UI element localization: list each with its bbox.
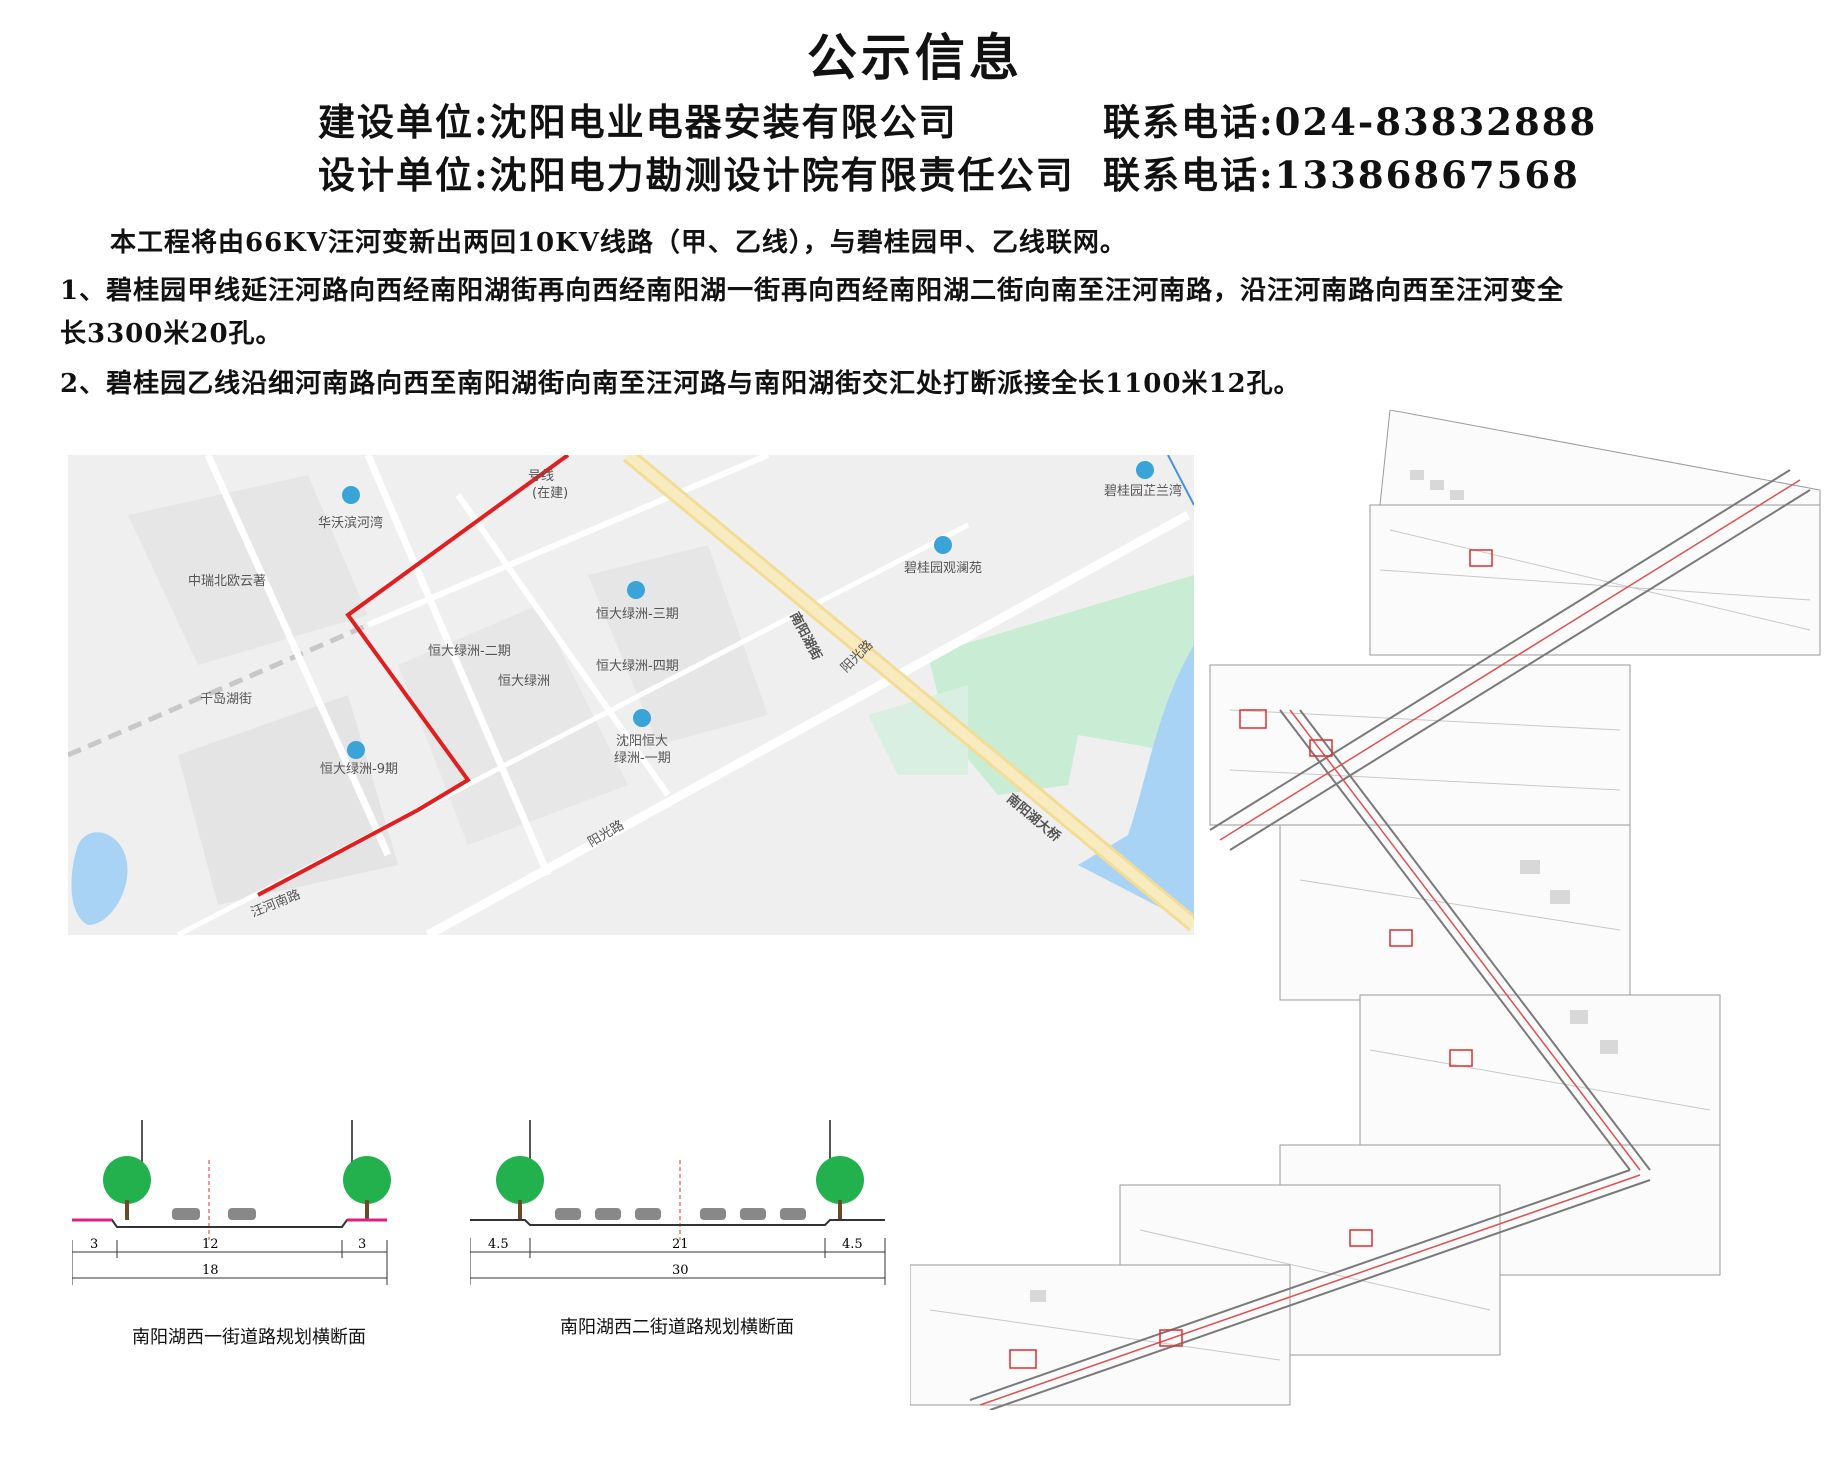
item-1-line-2: 长3300米20孔。: [60, 319, 283, 349]
road: [366, 455, 770, 628]
item-1-line-1: 1、碧桂园甲线延汪河路向西经南阳湖街再向西经南阳湖一街再向西经南阳湖二街向南至汪…: [60, 276, 1565, 306]
section-1-caption: 南阳湖西一街道路规划横断面: [132, 1327, 366, 1348]
plan-grid: [929, 529, 1811, 1361]
nanyanghu-main-road-inner: [624, 455, 1194, 929]
road: [455, 493, 671, 797]
car: [228, 1208, 256, 1220]
dimension-lines: [72, 1240, 388, 1285]
map-label: 恒大绿洲-三期: [596, 607, 679, 622]
map-label: 绿洲-一期: [614, 751, 671, 766]
designer-phone: 联系电话:13386867568: [1103, 153, 1580, 197]
map-label: 恒大绿洲-二期: [428, 644, 511, 659]
map-label: 恒大绿洲: [498, 674, 550, 689]
intro-paragraph: 本工程将由66KV汪河变新出两回10KV线路（甲、乙线），与碧桂园甲、乙线联网。: [110, 228, 1127, 258]
plan-sheets: [910, 410, 1821, 1406]
designer-unit: 设计单位:沈阳电力勘测设计院有限责任公司: [318, 153, 1075, 197]
road: [364, 455, 552, 877]
road-surface: [72, 1219, 387, 1228]
dimension-lines: [470, 1238, 886, 1285]
poi-icons: [342, 461, 1154, 759]
dim-left: 3: [90, 1237, 98, 1252]
plan-main-road: [969, 469, 1811, 1410]
railway: [68, 622, 369, 758]
builder-phone: 联系电话:024-83832888: [1103, 100, 1598, 144]
dim-right: 4.5: [842, 1237, 863, 1252]
map-label: 碧桂园芷兰湾: [1104, 483, 1182, 499]
dim-center: 21: [672, 1237, 689, 1252]
dim-left: 4.5: [488, 1237, 509, 1252]
plan-cable-route: [979, 479, 1801, 1406]
page-title: 公示信息: [807, 29, 1023, 87]
cross-section-1: 3 12 3 18: [72, 1120, 391, 1285]
map-label: 号线: [528, 469, 554, 484]
map-label: 碧桂园观澜苑: [904, 561, 982, 576]
dim-total: 30: [672, 1263, 689, 1278]
cross-section-2: 4.5 21 4.5 30: [470, 1120, 886, 1285]
yangguang-road: [425, 511, 1191, 935]
map-block: [128, 475, 368, 665]
tree: [816, 1156, 864, 1204]
section-2-caption: 南阳湖西二街道路规划横断面: [560, 1317, 794, 1338]
engineering-plan-composite: [910, 410, 1821, 1410]
map-label: 沈阳恒大: [616, 734, 668, 749]
cars: [555, 1208, 806, 1220]
park-area: [928, 575, 1194, 795]
map-label: 中瑞北欧云著: [188, 574, 266, 589]
plan-buildings: [1030, 470, 1618, 1302]
map-label: 华沃滨河湾: [318, 515, 383, 531]
car: [172, 1208, 200, 1220]
map-label: 千岛湖街: [200, 691, 252, 707]
tree: [496, 1156, 544, 1204]
dim-center: 12: [202, 1237, 219, 1252]
map-label: 恒大绿洲-9期: [320, 762, 398, 777]
tree: [343, 1156, 391, 1204]
route-map: 华沃滨河湾 中瑞北欧云著 恒大绿洲-三期 恒大绿洲-二期 恒大绿洲 恒大绿洲-四…: [68, 455, 1194, 935]
road-surface: [470, 1219, 885, 1226]
plan-stamps: [1009, 549, 1493, 1369]
pond: [71, 832, 128, 925]
tree: [103, 1156, 151, 1204]
builder-unit: 建设单位:沈阳电业电器安装有限公司: [318, 100, 958, 144]
item-2: 2、碧桂园乙线沿细河南路向西至南阳湖街向南至汪河路与南阳湖街交汇处打断派接全长1…: [60, 369, 1301, 399]
planned-route: [257, 455, 570, 897]
road: [204, 455, 392, 857]
map-label: 恒大绿洲-四期: [596, 659, 679, 674]
dim-total: 18: [202, 1263, 219, 1278]
dim-right: 3: [358, 1237, 366, 1252]
map-label: (在建): [532, 486, 568, 501]
map-edge-line: [1167, 455, 1194, 506]
